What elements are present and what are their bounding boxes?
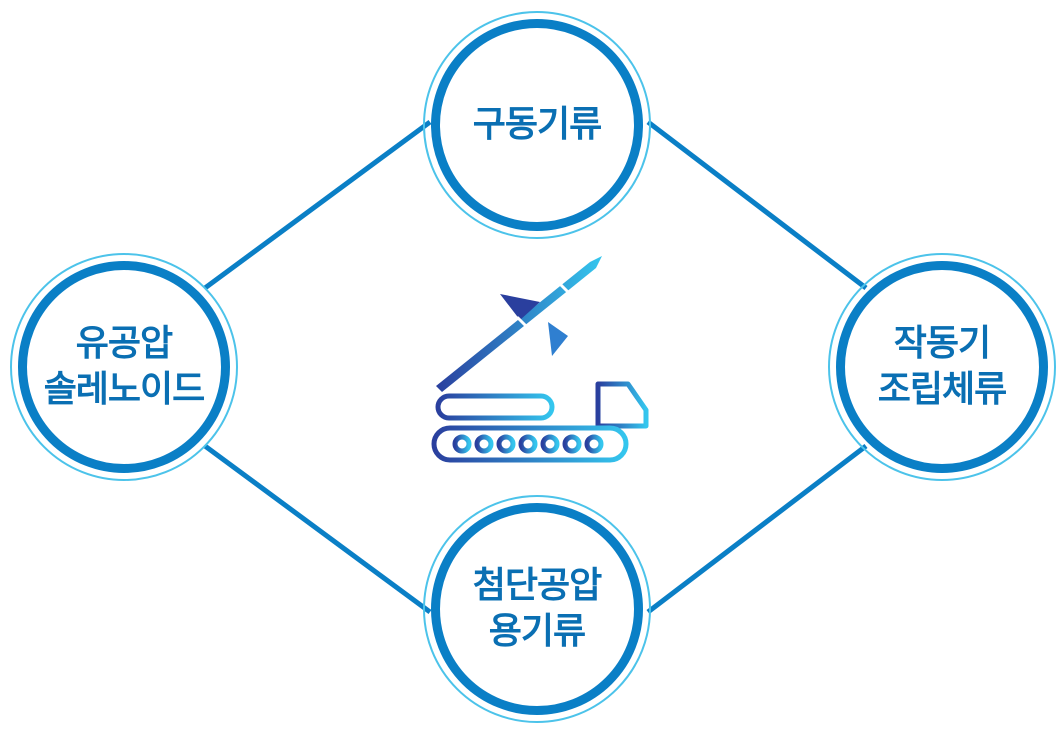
connector-top-left [203, 119, 432, 291]
node-ring-outline [423, 495, 651, 723]
node-label: 구동기류 [472, 104, 602, 145]
node-ring [836, 261, 1048, 473]
node-ring [431, 19, 643, 231]
connector-top-right [646, 120, 868, 290]
node-ring [18, 261, 230, 473]
node-ring-outline [423, 11, 651, 239]
connector-right-bottom [646, 444, 868, 614]
node-ring-outline [828, 253, 1056, 481]
missile-launcher-vehicle-icon [406, 256, 652, 480]
node-actuator-assemblies: 작동기 조립체류 [828, 253, 1056, 481]
node-label: 작동기 조립체류 [877, 323, 1007, 410]
connector-lines [203, 119, 868, 615]
node-ring-outline [10, 253, 238, 481]
node-pneumatic-vessels: 첨단공압 용기류 [423, 495, 651, 723]
connector-left-bottom [203, 443, 432, 615]
node-hydraulic-solenoid: 유공압 솔레노이드 [10, 253, 238, 481]
node-ring [431, 503, 643, 715]
node-drive-devices: 구동기류 [423, 11, 651, 239]
node-label: 첨단공압 용기류 [472, 565, 602, 652]
node-label: 유공압 솔레노이드 [43, 323, 206, 410]
